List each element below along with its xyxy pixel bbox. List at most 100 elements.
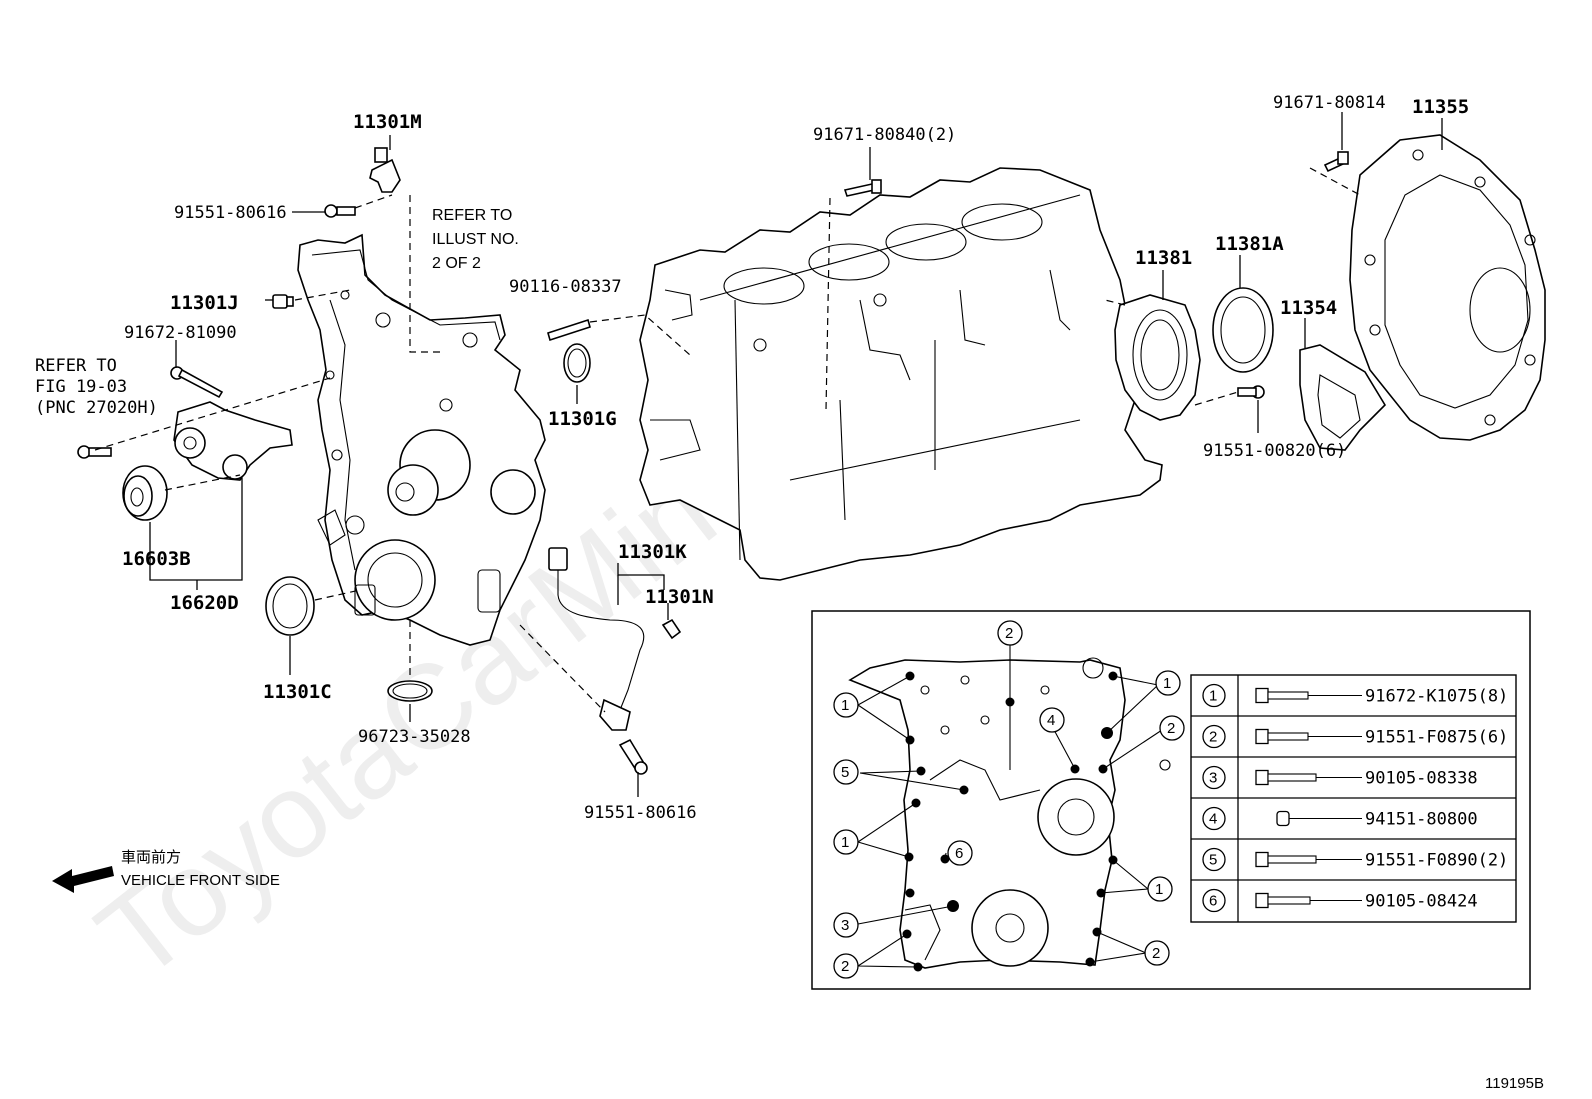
label-11381A: 11381A — [1215, 233, 1284, 255]
label-11301J: 11301J — [170, 292, 239, 314]
callout-a: 1 — [841, 697, 849, 714]
bolt-table-row: 4 94151-80800 — [1202, 806, 1478, 831]
leader-lines — [94, 112, 1443, 797]
cam-sensor-11301M — [369, 147, 401, 193]
refer-illust-line3: 2 OF 2 — [432, 255, 481, 272]
callout-e: 2 — [1167, 720, 1175, 737]
bolt-table-row: 6 90105-08424 — [1202, 888, 1478, 913]
bolt-table-number: 5 — [1209, 852, 1217, 869]
bolt-91551-00820 — [1237, 385, 1265, 399]
end-plate-11355 — [1349, 134, 1546, 441]
bolt-shank-icon — [1267, 691, 1309, 700]
tensioner-16620D — [173, 401, 293, 481]
illustration-code: 119195B — [1485, 1075, 1544, 1092]
bolt-table-part-number: 91672-K1075(8) — [1365, 687, 1508, 707]
oil-seal-11301C — [265, 576, 315, 636]
bolt-91671-80840 — [843, 179, 882, 197]
callout-b: 1 — [1163, 675, 1171, 692]
label-11301K: 11301K — [618, 541, 687, 563]
bolt-table-row: 5 91551-F0890(2) — [1202, 847, 1508, 872]
refer-fig-line3: (PNC 27020H) — [35, 398, 158, 418]
crank-sensor-11301K — [548, 547, 645, 731]
o-ring-11301G — [563, 343, 591, 383]
bolt-table-number-circle — [1202, 888, 1226, 913]
bolt-table-number: 1 — [1209, 688, 1217, 705]
bolt-table-number: 2 — [1209, 729, 1217, 746]
bolt-table-part-number: 91551-F0890(2) — [1365, 851, 1508, 871]
seal-11381A — [1212, 287, 1274, 373]
front-label-jp: 車両前方 — [121, 849, 181, 866]
callout-k: 2 — [841, 958, 849, 975]
nut-icon — [1276, 810, 1290, 827]
label-91671-80840: 91671-80840(2) — [813, 125, 956, 145]
timing-cover — [297, 233, 546, 646]
bolt-table-number-circle — [1202, 683, 1226, 708]
label-16603B: 16603B — [122, 548, 191, 570]
refer-illust-line2: ILLUST NO. — [432, 231, 519, 248]
refer-illust-line1: REFER TO — [432, 207, 512, 224]
label-11354: 11354 — [1280, 297, 1337, 319]
bolt-table-number-circle — [1202, 806, 1226, 831]
bolt-table-number: 3 — [1209, 770, 1217, 787]
engine-block — [639, 167, 1163, 581]
label-11301M: 11301M — [353, 111, 422, 133]
label-91551-00820: 91551-00820(6) — [1203, 441, 1346, 461]
bolt-11301N — [661, 618, 682, 640]
refer-fig-line1: REFER TO — [35, 356, 117, 376]
bolt-icon — [1255, 687, 1269, 704]
bolt-icon — [1255, 892, 1269, 909]
front-label-en: VEHICLE FRONT SIDE — [121, 872, 280, 889]
label-11301N: 11301N — [645, 586, 714, 608]
label-91672-81090: 91672-81090 — [124, 323, 237, 343]
stud-90116-08337 — [547, 318, 591, 342]
label-91671-80814: 91671-80814 — [1273, 93, 1386, 113]
callout-l: 2 — [1152, 945, 1160, 962]
bolt-91671-80814 — [1323, 151, 1349, 173]
callout-d: 4 — [1047, 712, 1055, 729]
label-11301G: 11301G — [548, 408, 617, 430]
bolt-table-part-number: 94151-80800 — [1365, 810, 1478, 830]
label-11355: 11355 — [1412, 96, 1469, 118]
plug-11301J — [272, 294, 294, 309]
bolt-table-part-number: 90105-08424 — [1365, 892, 1478, 912]
label-90116-08337: 90116-08337 — [509, 277, 622, 297]
bolt-shank-icon — [1267, 896, 1311, 905]
bolt-table-part-number: 91551-F0875(6) — [1365, 728, 1508, 748]
callout-h: 6 — [955, 845, 963, 862]
bolt-table-row: 2 91551-F0875(6) — [1202, 724, 1508, 749]
callout-f: 5 — [841, 764, 849, 781]
bolt-91672-81090 — [170, 366, 224, 399]
bolt-table-number: 6 — [1209, 893, 1217, 910]
bolt-top-sensor — [324, 204, 356, 218]
part-labels: 11301M 91551-80616 REFER TO ILLUST NO. 2… — [35, 93, 1469, 823]
bolt-left — [77, 445, 112, 459]
bolt-table-number-circle — [1202, 847, 1226, 872]
label-96723-35028: 96723-35028 — [358, 727, 471, 747]
bolt-table-row: 1 91672-K1075(8) — [1202, 683, 1508, 708]
bolt-table-number: 4 — [1209, 811, 1217, 828]
callout-g: 1 — [841, 834, 849, 851]
bolt-table-number-circle — [1202, 724, 1226, 749]
retainer-11381 — [1114, 294, 1201, 421]
o-ring-96723-35028 — [387, 680, 433, 702]
callout-i: 1 — [1155, 881, 1163, 898]
label-91551-80616-top: 91551-80616 — [174, 203, 287, 223]
bolt-icon — [1255, 769, 1269, 786]
front-arrow-icon — [52, 866, 114, 893]
bolt-shank-icon — [1267, 732, 1309, 741]
bolt-table-number-circle — [1202, 765, 1226, 790]
label-91551-80616-bottom: 91551-80616 — [584, 803, 697, 823]
bolt-shank-icon — [1267, 773, 1317, 782]
bolt-icon — [1255, 851, 1269, 868]
bolt-icon — [1255, 728, 1269, 745]
label-11381: 11381 — [1135, 247, 1192, 269]
cover-11354 — [1299, 344, 1387, 451]
pulley-16603B — [122, 465, 168, 521]
callout-j: 3 — [841, 917, 849, 934]
bolt-shank-icon — [1267, 855, 1317, 864]
